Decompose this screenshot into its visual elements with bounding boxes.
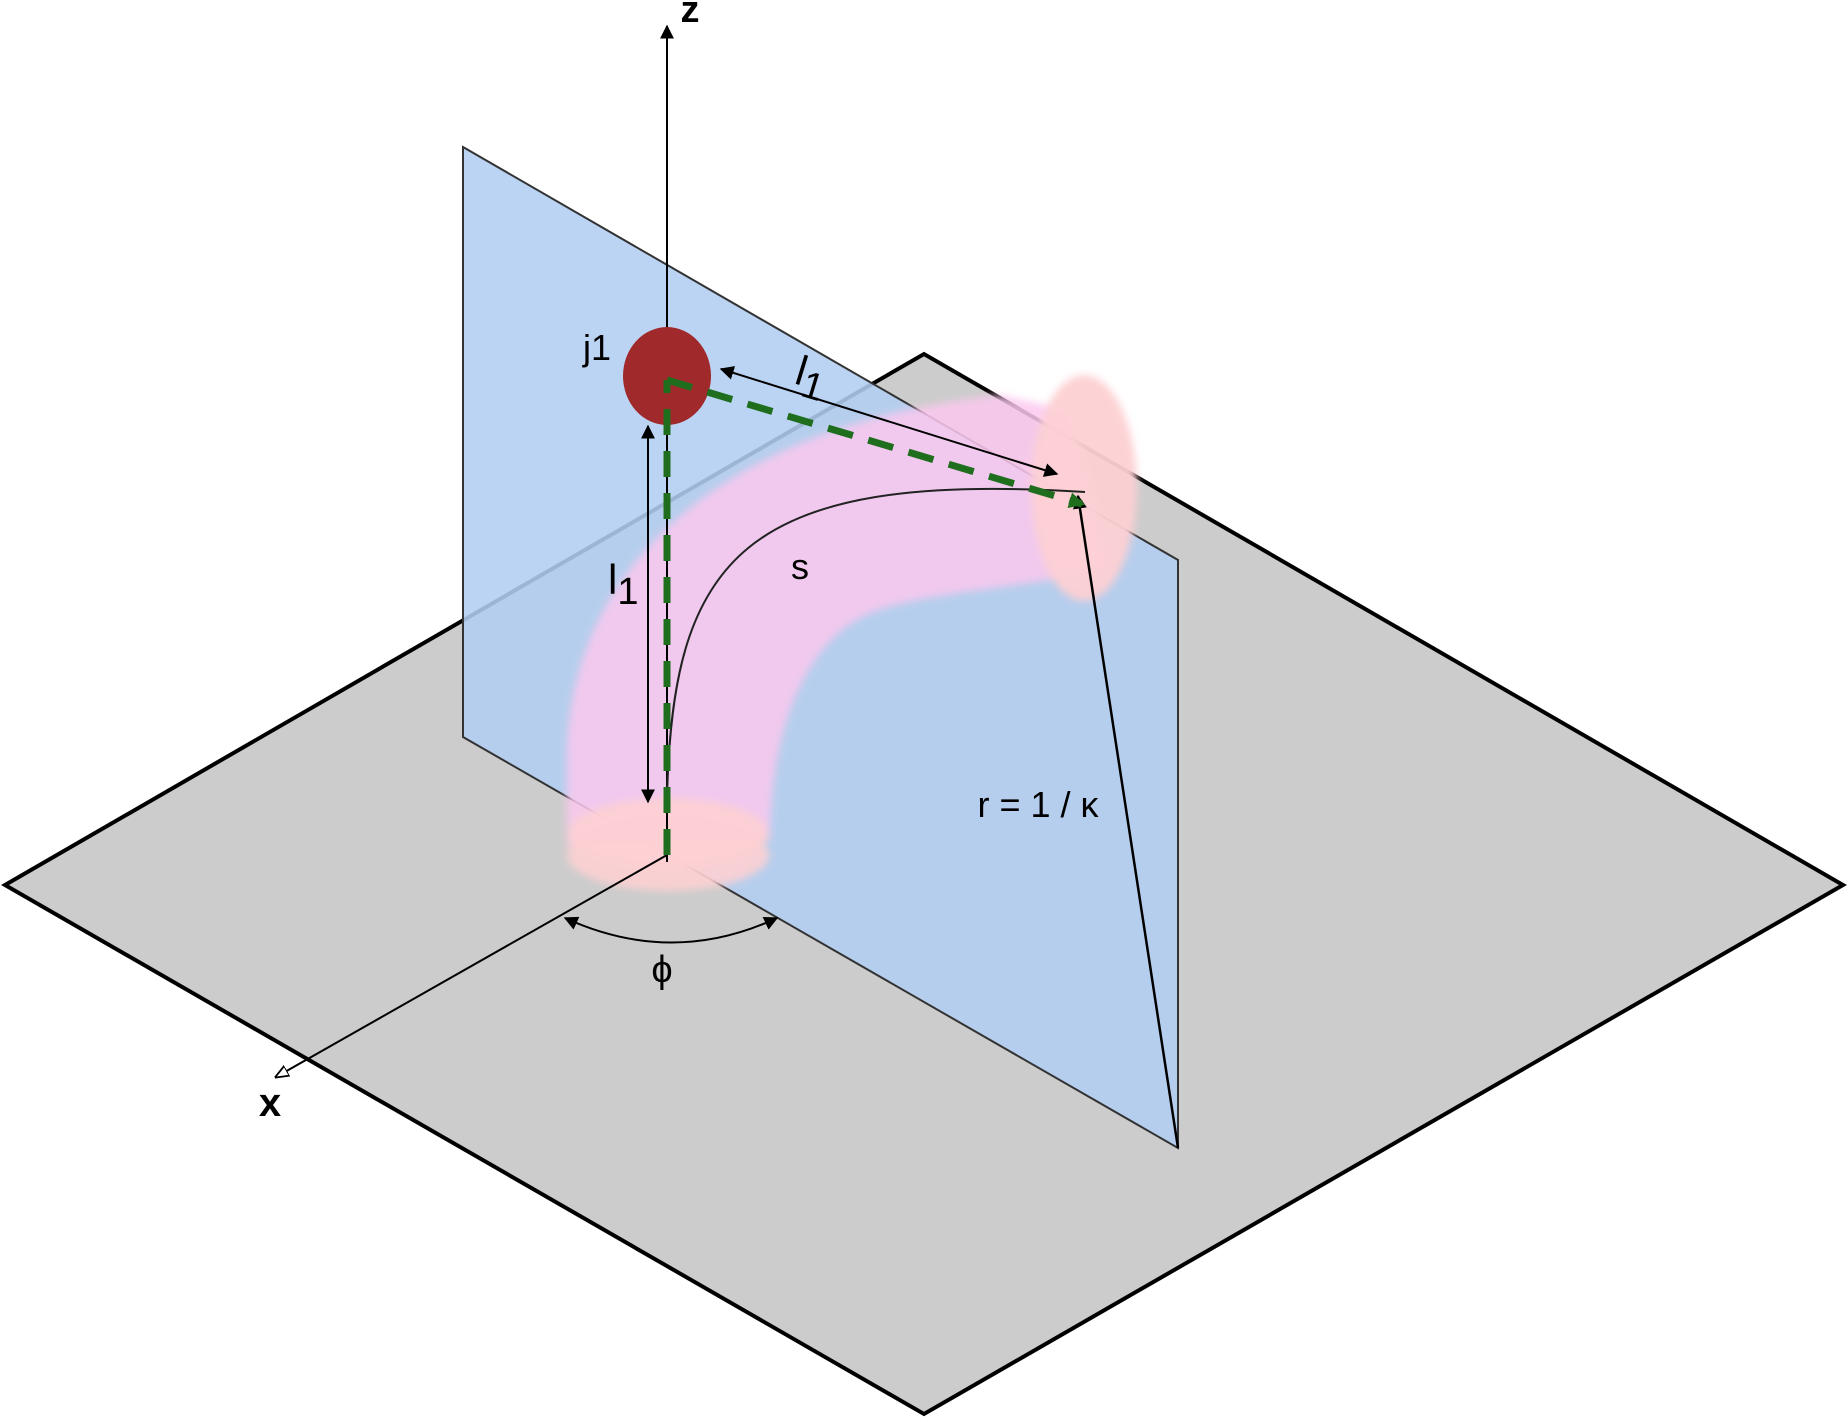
angle-phi-arc [563,916,779,944]
tube-end-cap [1031,375,1137,601]
x-axis-label: x [259,1081,281,1125]
arc-length-curve [666,487,1086,801]
tube-body [567,395,1112,845]
arc-length-label: s [791,546,809,587]
joint-label: j1 [582,327,611,368]
joint-j1 [623,327,711,425]
length-side-label: l1 [608,556,638,613]
z-axis-label: z [681,0,700,31]
radius-line [1072,494,1180,1149]
x-axis [276,854,668,1077]
angle-label: ϕ [651,949,672,991]
radius-label: r = 1 / κ [977,784,1099,825]
length-top-arrow [719,366,1059,477]
continuum-tube [567,375,1137,891]
